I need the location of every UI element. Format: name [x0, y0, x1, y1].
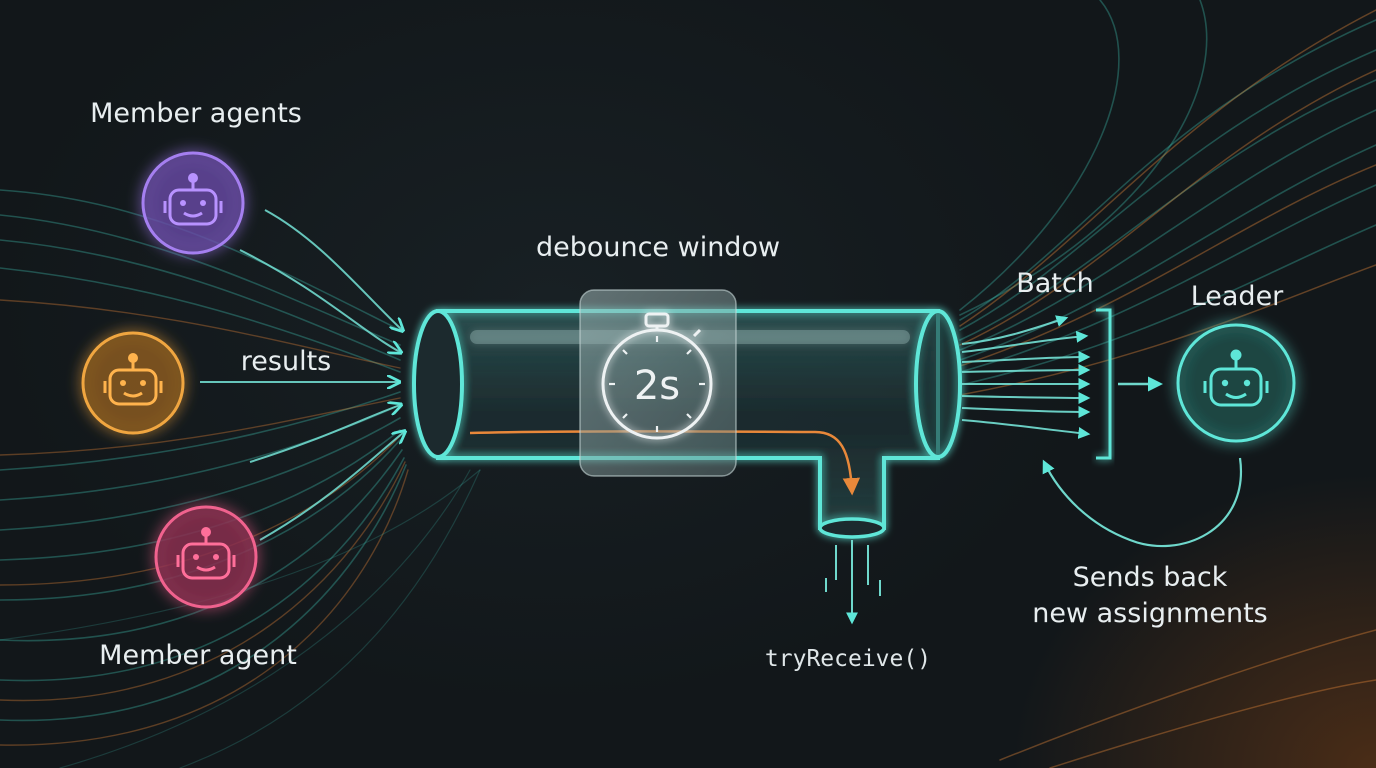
drain-flow-arrow [469, 430, 861, 496]
try-receive-label: tryReceive() [765, 646, 931, 672]
leader-label: Leader [1191, 281, 1284, 312]
agent-leader [1176, 323, 1296, 443]
feedback-arrow [1042, 457, 1243, 548]
agent-member-orange [81, 331, 185, 435]
sends-back-label-line2: new assignments [1032, 598, 1268, 629]
batch-bracket [1096, 308, 1112, 460]
results-label: results [241, 346, 331, 377]
member-agents-label: Member agents [90, 98, 302, 129]
batch-label: Batch [1016, 268, 1094, 299]
timer-value: 2s [634, 363, 680, 409]
debounce-window-label: debounce window [536, 232, 780, 263]
batch-arrows [961, 315, 1091, 439]
member-agent-label: Member agent [99, 640, 297, 671]
robot-icon [103, 353, 163, 406]
robot-icon [176, 527, 236, 580]
stopwatch-icon [601, 312, 713, 440]
incoming-arrows [200, 209, 404, 541]
robot-icon [163, 173, 223, 226]
robot-icon [1203, 349, 1269, 407]
agent-member-pink [154, 505, 258, 609]
agent-member-purple [141, 151, 245, 255]
debounce-timer: 2s [579, 289, 737, 477]
sends-back-label-line1: Sends back [1073, 562, 1228, 593]
drain-output [825, 540, 881, 625]
stopwatch-ticks [609, 336, 705, 432]
